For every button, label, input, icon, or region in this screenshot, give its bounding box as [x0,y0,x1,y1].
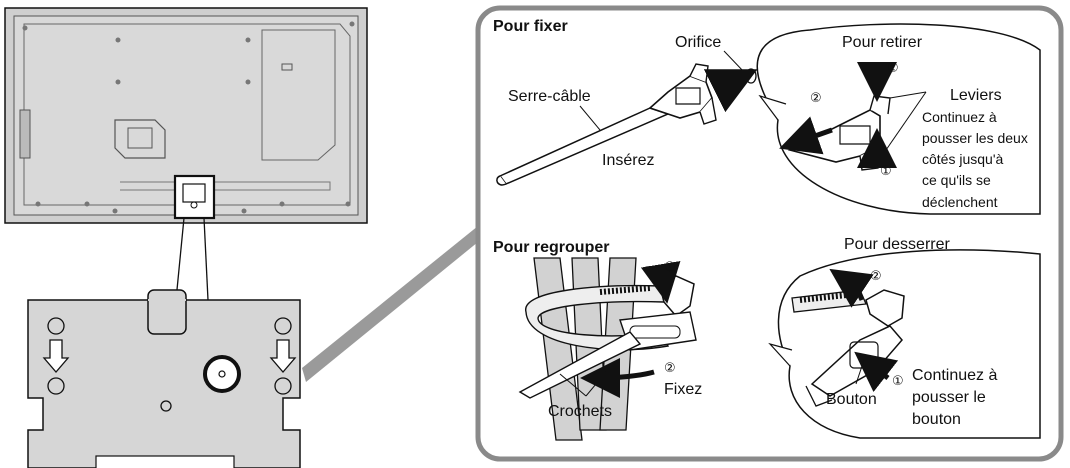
hollow-down-arrow-left [42,339,70,373]
loosen-note-line1: Continuez à [912,367,997,384]
remove-title: Pour retirer [842,34,923,51]
clamp-enlarged [27,289,301,468]
fixing-hole [203,355,241,393]
loosen-arrow-2 [829,268,874,308]
remove-note-line2: pousser les deux [922,130,1028,146]
bundle-arrow-1 [640,260,681,304]
bundle-step2: ② [664,361,676,376]
remove-note-line5: déclenchent [922,194,998,210]
hooks-label: Crochets [548,403,612,420]
loosen-note-line3: bouton [912,411,961,428]
bundle-step1: ① [664,260,676,275]
fasten-arrow [580,357,655,398]
loosen-title: Pour desserrer [844,236,950,253]
insert-label: Insérez [602,152,654,169]
orifice-label: Orifice [675,34,721,51]
remove-note-line3: côtés jusqu'à [922,151,1003,167]
cable-tie-label: Serre-câble [508,88,591,105]
remove-step1-bottom: ① [880,164,892,179]
insert-arrow [703,69,758,113]
loosen-step2: ② [870,269,882,284]
fasten-label: Fixez [664,381,702,398]
remove-bubble [756,23,1041,215]
bundle-title: Pour regrouper [493,239,609,256]
loosen-bubble [777,249,1041,439]
tv-screw-holes [22,21,355,214]
orifice-icon [745,68,757,84]
remove-note-line4: ce qu'ils se [922,172,991,188]
loosen-arrow-1 [854,351,899,393]
loosen-note-line2: pousser le [912,389,986,406]
remove-note-line1: Continuez à [922,109,997,125]
remove-note: Continuez à pousser les deux côtés jusqu… [922,109,1028,210]
hollow-down-arrow-right [269,339,297,373]
button-label: Bouton [826,391,877,408]
callout-wedge [302,226,478,382]
tv-back-view [4,7,368,224]
levers-label: Leviers [950,87,1002,104]
fix-title: Pour fixer [493,18,568,35]
loosen-note: Continuez à pousser le bouton [912,367,997,428]
remove-step1-top: ① [887,61,899,76]
remove-step2: ② [810,91,822,106]
cable-clamp-highlight [173,174,216,220]
cable-tie-straight [496,63,717,186]
loosen-step1: ① [892,374,904,389]
pull-arrow [779,116,833,155]
zoom-lines [175,217,209,301]
